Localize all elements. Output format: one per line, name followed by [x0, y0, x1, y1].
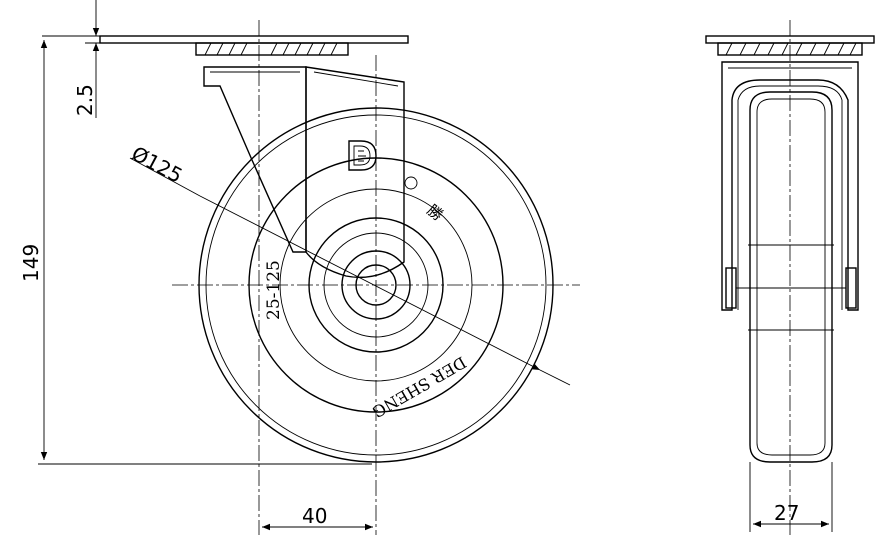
brand-glyph: 勝: [424, 201, 447, 224]
D-brand-logo-icon: [348, 140, 377, 171]
wheel-tread-inner: [205, 114, 547, 456]
stamp-circle: [404, 176, 418, 190]
model-marking: 25-125: [264, 260, 284, 320]
side-wheel: [748, 91, 834, 463]
dim-wheel-width: 27: [749, 462, 833, 532]
dim-plate-thickness: 2.5: [42, 0, 108, 118]
offset-label: 40: [302, 504, 327, 528]
wheel-diameter-label: Ø125: [128, 141, 187, 188]
axle-bore: [355, 264, 397, 306]
side-axle: [725, 267, 857, 309]
bearing-outer: [341, 250, 411, 320]
overall-height-label: 149: [19, 244, 43, 282]
wheel: [198, 107, 554, 463]
plate-thickness-label: 2.5: [73, 84, 97, 116]
front-view: 勝 25-125 DER SHENG 2.5 149 Ø125: [19, 0, 580, 535]
side-top-plate: [705, 35, 875, 56]
dim-overall-height: 149: [19, 40, 372, 465]
fork: [203, 66, 405, 279]
dim-offset: 40: [262, 504, 373, 531]
wheel-width-label: 27: [774, 501, 799, 525]
side-fork: [721, 61, 859, 311]
wheel-outer-rim: [198, 107, 554, 463]
top-plate: [99, 35, 409, 56]
side-view: 27: [705, 20, 875, 535]
brand-marking: DER SHENG: [369, 353, 469, 422]
dim-wheel-diameter: Ø125: [128, 141, 571, 386]
